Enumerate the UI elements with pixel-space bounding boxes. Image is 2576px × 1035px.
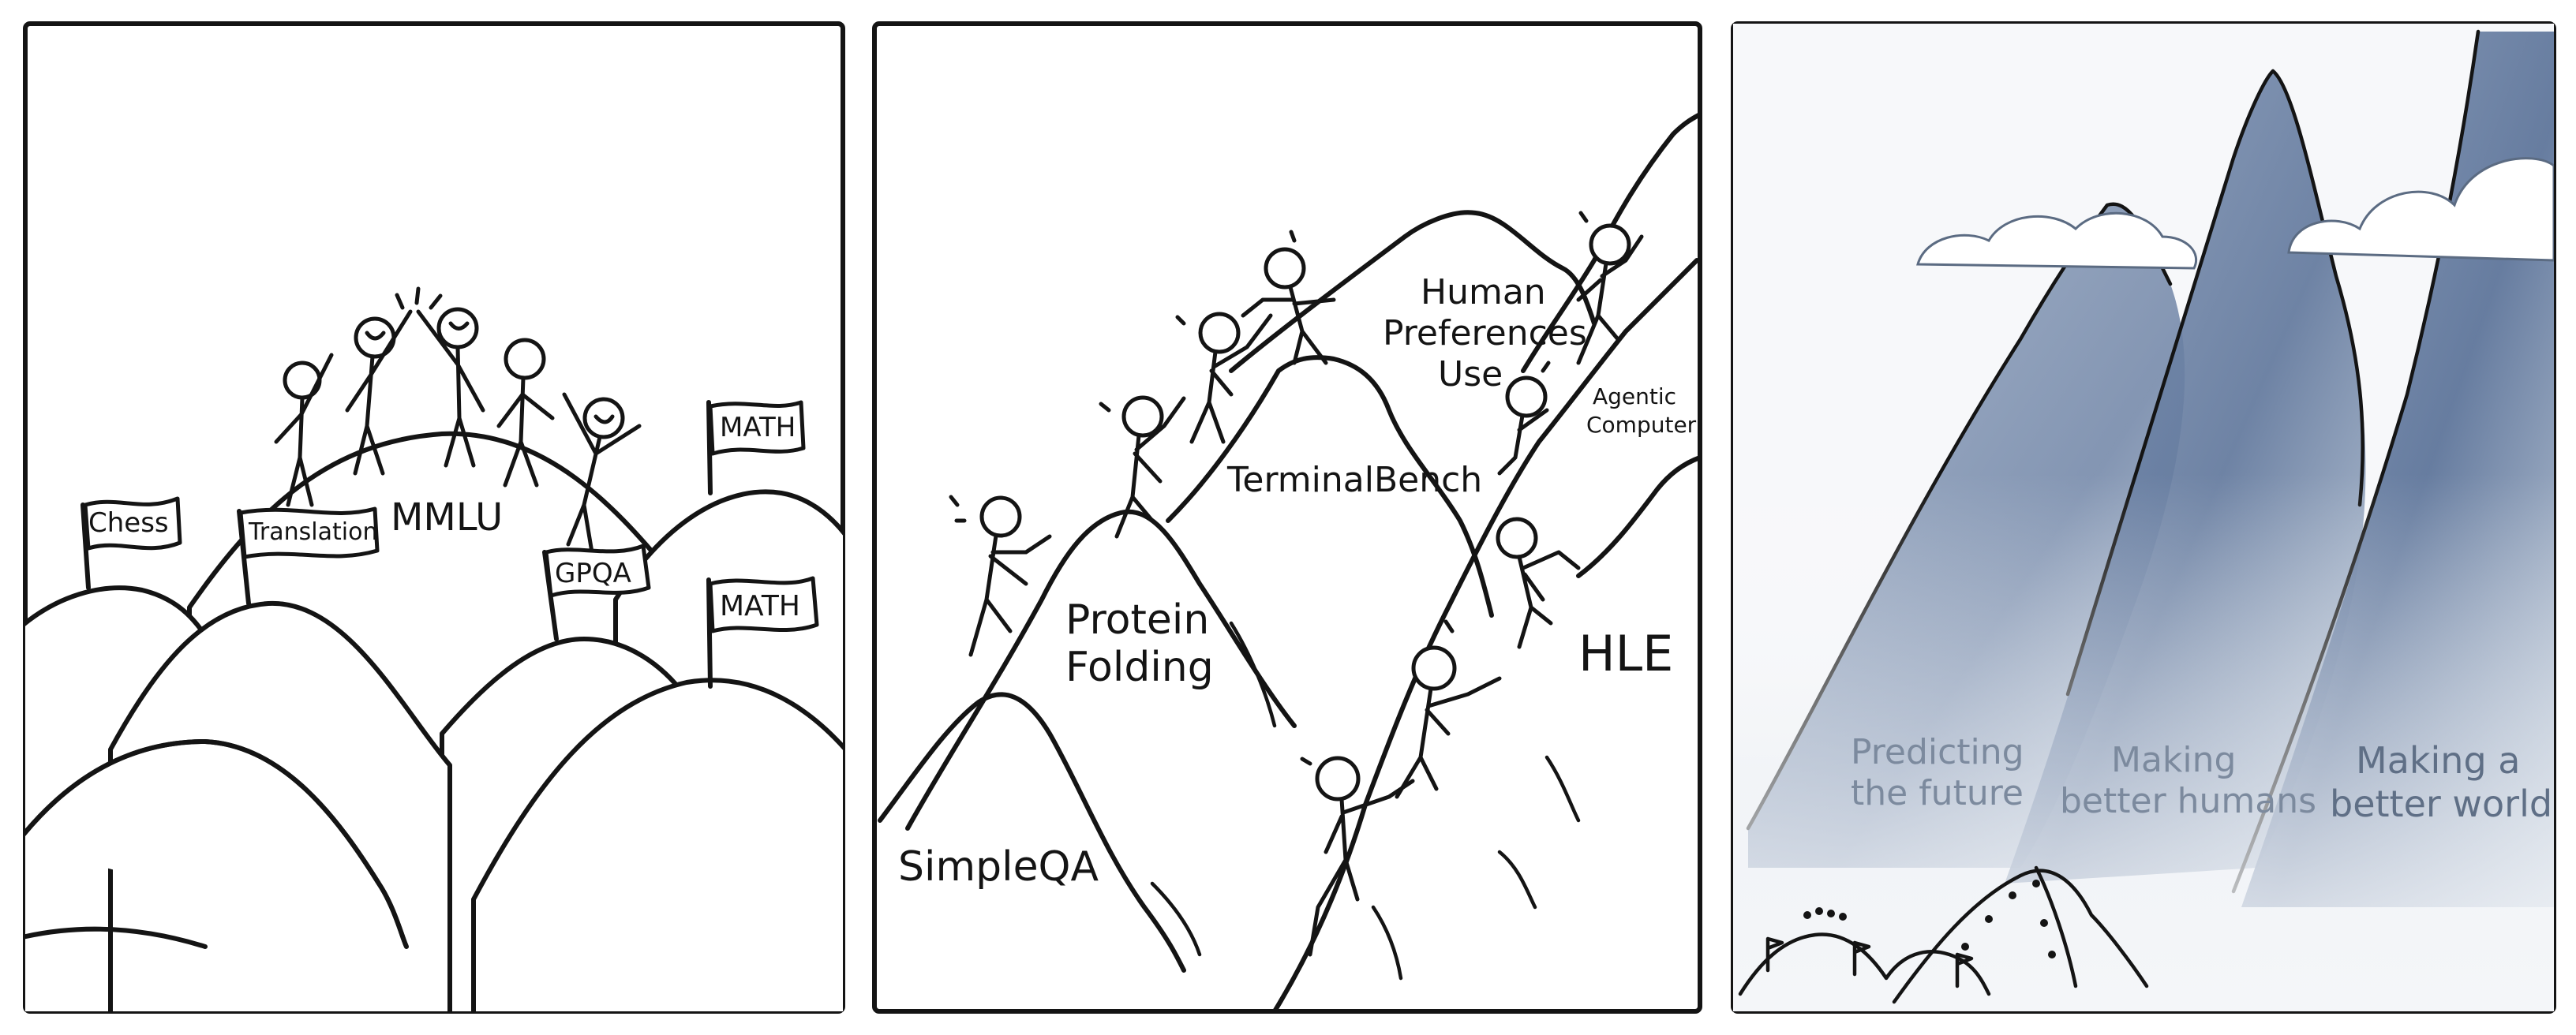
- label-simpleqa: SimpleQA: [898, 843, 1099, 891]
- flag-label-gpqa: GPQA: [555, 558, 631, 589]
- peak-protein-folding: [905, 509, 1297, 831]
- label-hle: HLE: [1578, 625, 1673, 682]
- cloud-left: [1916, 211, 2197, 270]
- peak-simpleqa: [878, 692, 1186, 973]
- tiny-flags: [1765, 936, 1974, 988]
- label-preferences: Preferences: [1383, 313, 1587, 353]
- celebrating-figures: [274, 286, 642, 555]
- flag-gpqa: GPQA: [542, 544, 651, 641]
- label-use: Use: [1438, 354, 1503, 394]
- flag-label-translation: Translation: [248, 518, 377, 546]
- peak-human-preferences: [1229, 210, 1597, 373]
- flag-chess: Chess: [80, 496, 182, 590]
- flag-translation: Translation: [237, 506, 380, 606]
- panel-2: Human Preferences Use Agentic Computer T…: [872, 21, 1702, 1014]
- flag-math-bottom: MATH: [706, 576, 819, 689]
- label-folding: Folding: [1065, 644, 1214, 691]
- flag-label-math-bottom: MATH: [720, 590, 800, 622]
- flag-math-top: MATH: [706, 400, 806, 495]
- peak-terminalbench: [1166, 355, 1494, 618]
- label-the-future: the future: [1851, 773, 2024, 813]
- label-predicting: Predicting: [1851, 732, 2024, 772]
- tiny-figures: [1803, 880, 2056, 958]
- label-agentic: Agentic: [1593, 383, 1676, 409]
- cloud-right: [2287, 157, 2554, 262]
- label-human: Human: [1421, 272, 1546, 312]
- climbers: [949, 211, 1644, 957]
- tiny-hills: [1738, 932, 1991, 996]
- label-better-world: better world: [2330, 783, 2552, 825]
- label-making-1: Making: [2111, 740, 2236, 780]
- panel-1: Chess Translation GPQA MATH MATH MMLU: [23, 21, 845, 1014]
- flag-label-chess: Chess: [88, 507, 169, 539]
- label-better-humans: better humans: [2060, 781, 2316, 821]
- flag-label-math-top: MATH: [720, 412, 796, 443]
- panel-3: Predicting the future Making better huma…: [1731, 21, 2556, 1014]
- hill-front-2: [471, 678, 843, 1011]
- label-protein: Protein: [1065, 596, 1209, 644]
- label-making-a: Making a: [2356, 739, 2520, 782]
- label-computer: Computer: [1586, 412, 1697, 438]
- peak-label-mmlu: MMLU: [391, 495, 503, 540]
- label-terminalbench: TerminalBench: [1226, 460, 1482, 500]
